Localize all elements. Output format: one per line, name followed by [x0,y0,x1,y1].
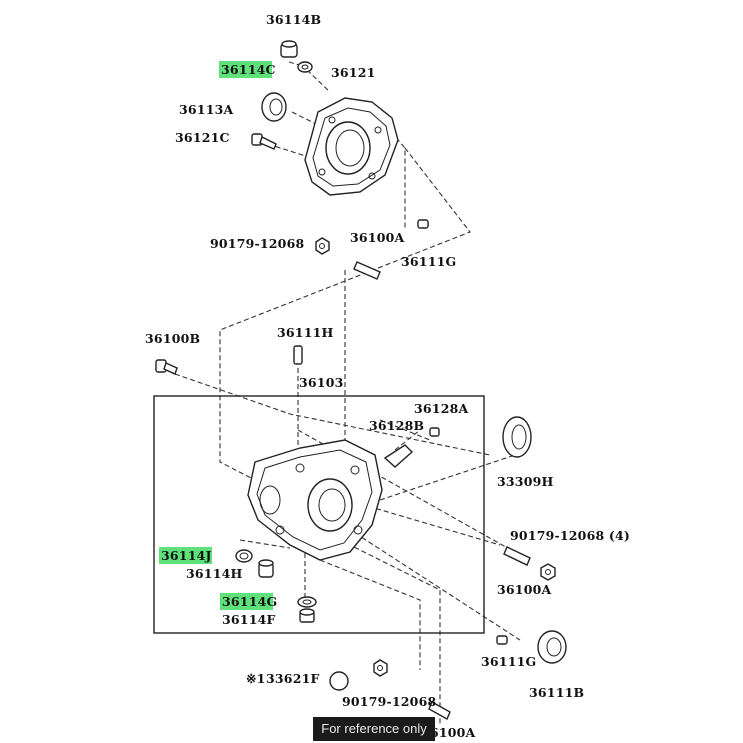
label-36111g-top: 36111G [401,254,456,269]
stud-36100a-right-part [503,546,531,566]
label-36114h: 36114H [186,566,243,581]
cover-36121-part [304,97,399,196]
reference-watermark: For reference only [313,717,435,741]
label-36128b: 36128B [369,418,424,433]
label-36111h: 36111H [277,325,334,340]
bolt-36128a-part [429,427,440,437]
plug-36114b-part [280,40,298,58]
pin-36111g-bottom-part [496,635,508,645]
label-36100b: 36100B [145,331,200,346]
label-36121: 36121 [331,65,376,80]
label-90179-top: 90179-12068 [210,236,304,251]
pin-36111g-top-part [417,219,429,229]
seal-33309h-part [502,416,532,458]
bracket-36128b-part [383,444,414,468]
label-33621-prefix: ※1 [246,671,266,686]
label-36111g-bottom: 36111G [481,654,536,669]
label-33621f: 33621F [266,671,320,686]
stud-36100a-bottom-part [428,701,451,720]
oil-seal-36113a-part [261,92,287,122]
label-36103: 36103 [299,375,344,390]
pin-36111h-part [293,345,303,365]
label-36121c: 36121C [175,130,230,145]
nut-90179-bottom-part [373,659,388,677]
seal-36111b-part [537,630,567,664]
label-36128a: 36128A [414,401,468,416]
label-90179-bottom: 90179-12068 [342,694,436,709]
plug-36114h-part [258,559,274,578]
label-36114j: 36114J [161,548,212,563]
label-36100a-right: 36100A [497,582,551,597]
highlight-36114c [219,61,272,78]
highlight-36114j [159,547,212,564]
bolt-36100b-part [155,359,178,375]
label-33309h: 33309H [497,474,554,489]
label-36114b: 36114B [266,12,321,27]
highlight-36114g [220,593,273,610]
stud-36100a-top-part [353,261,381,280]
case-36103-part [247,439,383,561]
plug-33621f-part [329,671,349,691]
reference-box [153,395,485,634]
nut-90179-top-part [315,237,330,255]
label-36113a: 36113A [179,102,233,117]
nut-90179-right-part [540,563,556,581]
label-36111b: 36111B [529,685,584,700]
gasket-36114j-part [235,549,253,563]
gasket-36114c-part [297,61,313,73]
label-36114g: 36114G [222,594,277,609]
label-36114f: 36114F [222,612,276,627]
label-90179-right: 90179-12068 (4) [510,528,630,543]
gasket-36114g-part [297,596,317,608]
plug-36114f-part [299,608,315,623]
label-36100a-top: 36100A [350,230,404,245]
bolt-36121c-part [251,133,277,150]
label-36114c: 36114C [221,62,276,77]
